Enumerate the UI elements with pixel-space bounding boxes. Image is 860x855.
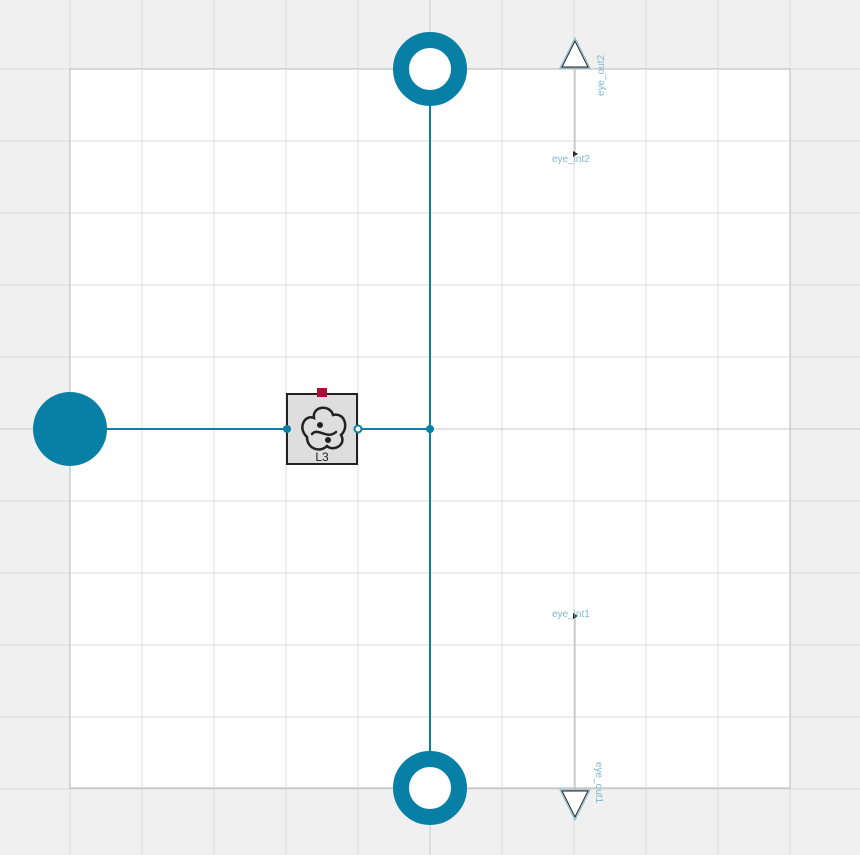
signal-eye-out2[interactable]: eye_out2: [559, 36, 607, 96]
ring-port-top[interactable]: [393, 32, 467, 106]
signal-label-eye-out2: eye_out2: [596, 54, 607, 96]
signal-label-eye-out1: eye_out1: [593, 762, 604, 804]
junction-dot[interactable]: [426, 425, 434, 433]
component-input-pin[interactable]: [283, 425, 291, 433]
ring-port-bottom[interactable]: [393, 751, 467, 825]
component-output-pin[interactable]: [353, 424, 363, 434]
signal-label-eye-int1: eye_int1: [552, 609, 590, 620]
component-block-l3[interactable]: L3: [283, 388, 363, 465]
signal-label-eye-int2: eye_int2: [552, 154, 590, 165]
signal-arrow-icon: [573, 613, 578, 619]
python-icon: [301, 406, 347, 451]
signal-arrow-icon: [573, 151, 578, 157]
signal-eye-int1[interactable]: eye_int1: [552, 609, 590, 620]
signal-eye-int2[interactable]: eye_int2: [552, 151, 590, 165]
component-label: L3: [315, 450, 329, 464]
signal-eye-out1[interactable]: eye_out1: [559, 762, 604, 822]
filled-circle-port[interactable]: [33, 392, 107, 466]
component-marker: [317, 388, 327, 397]
